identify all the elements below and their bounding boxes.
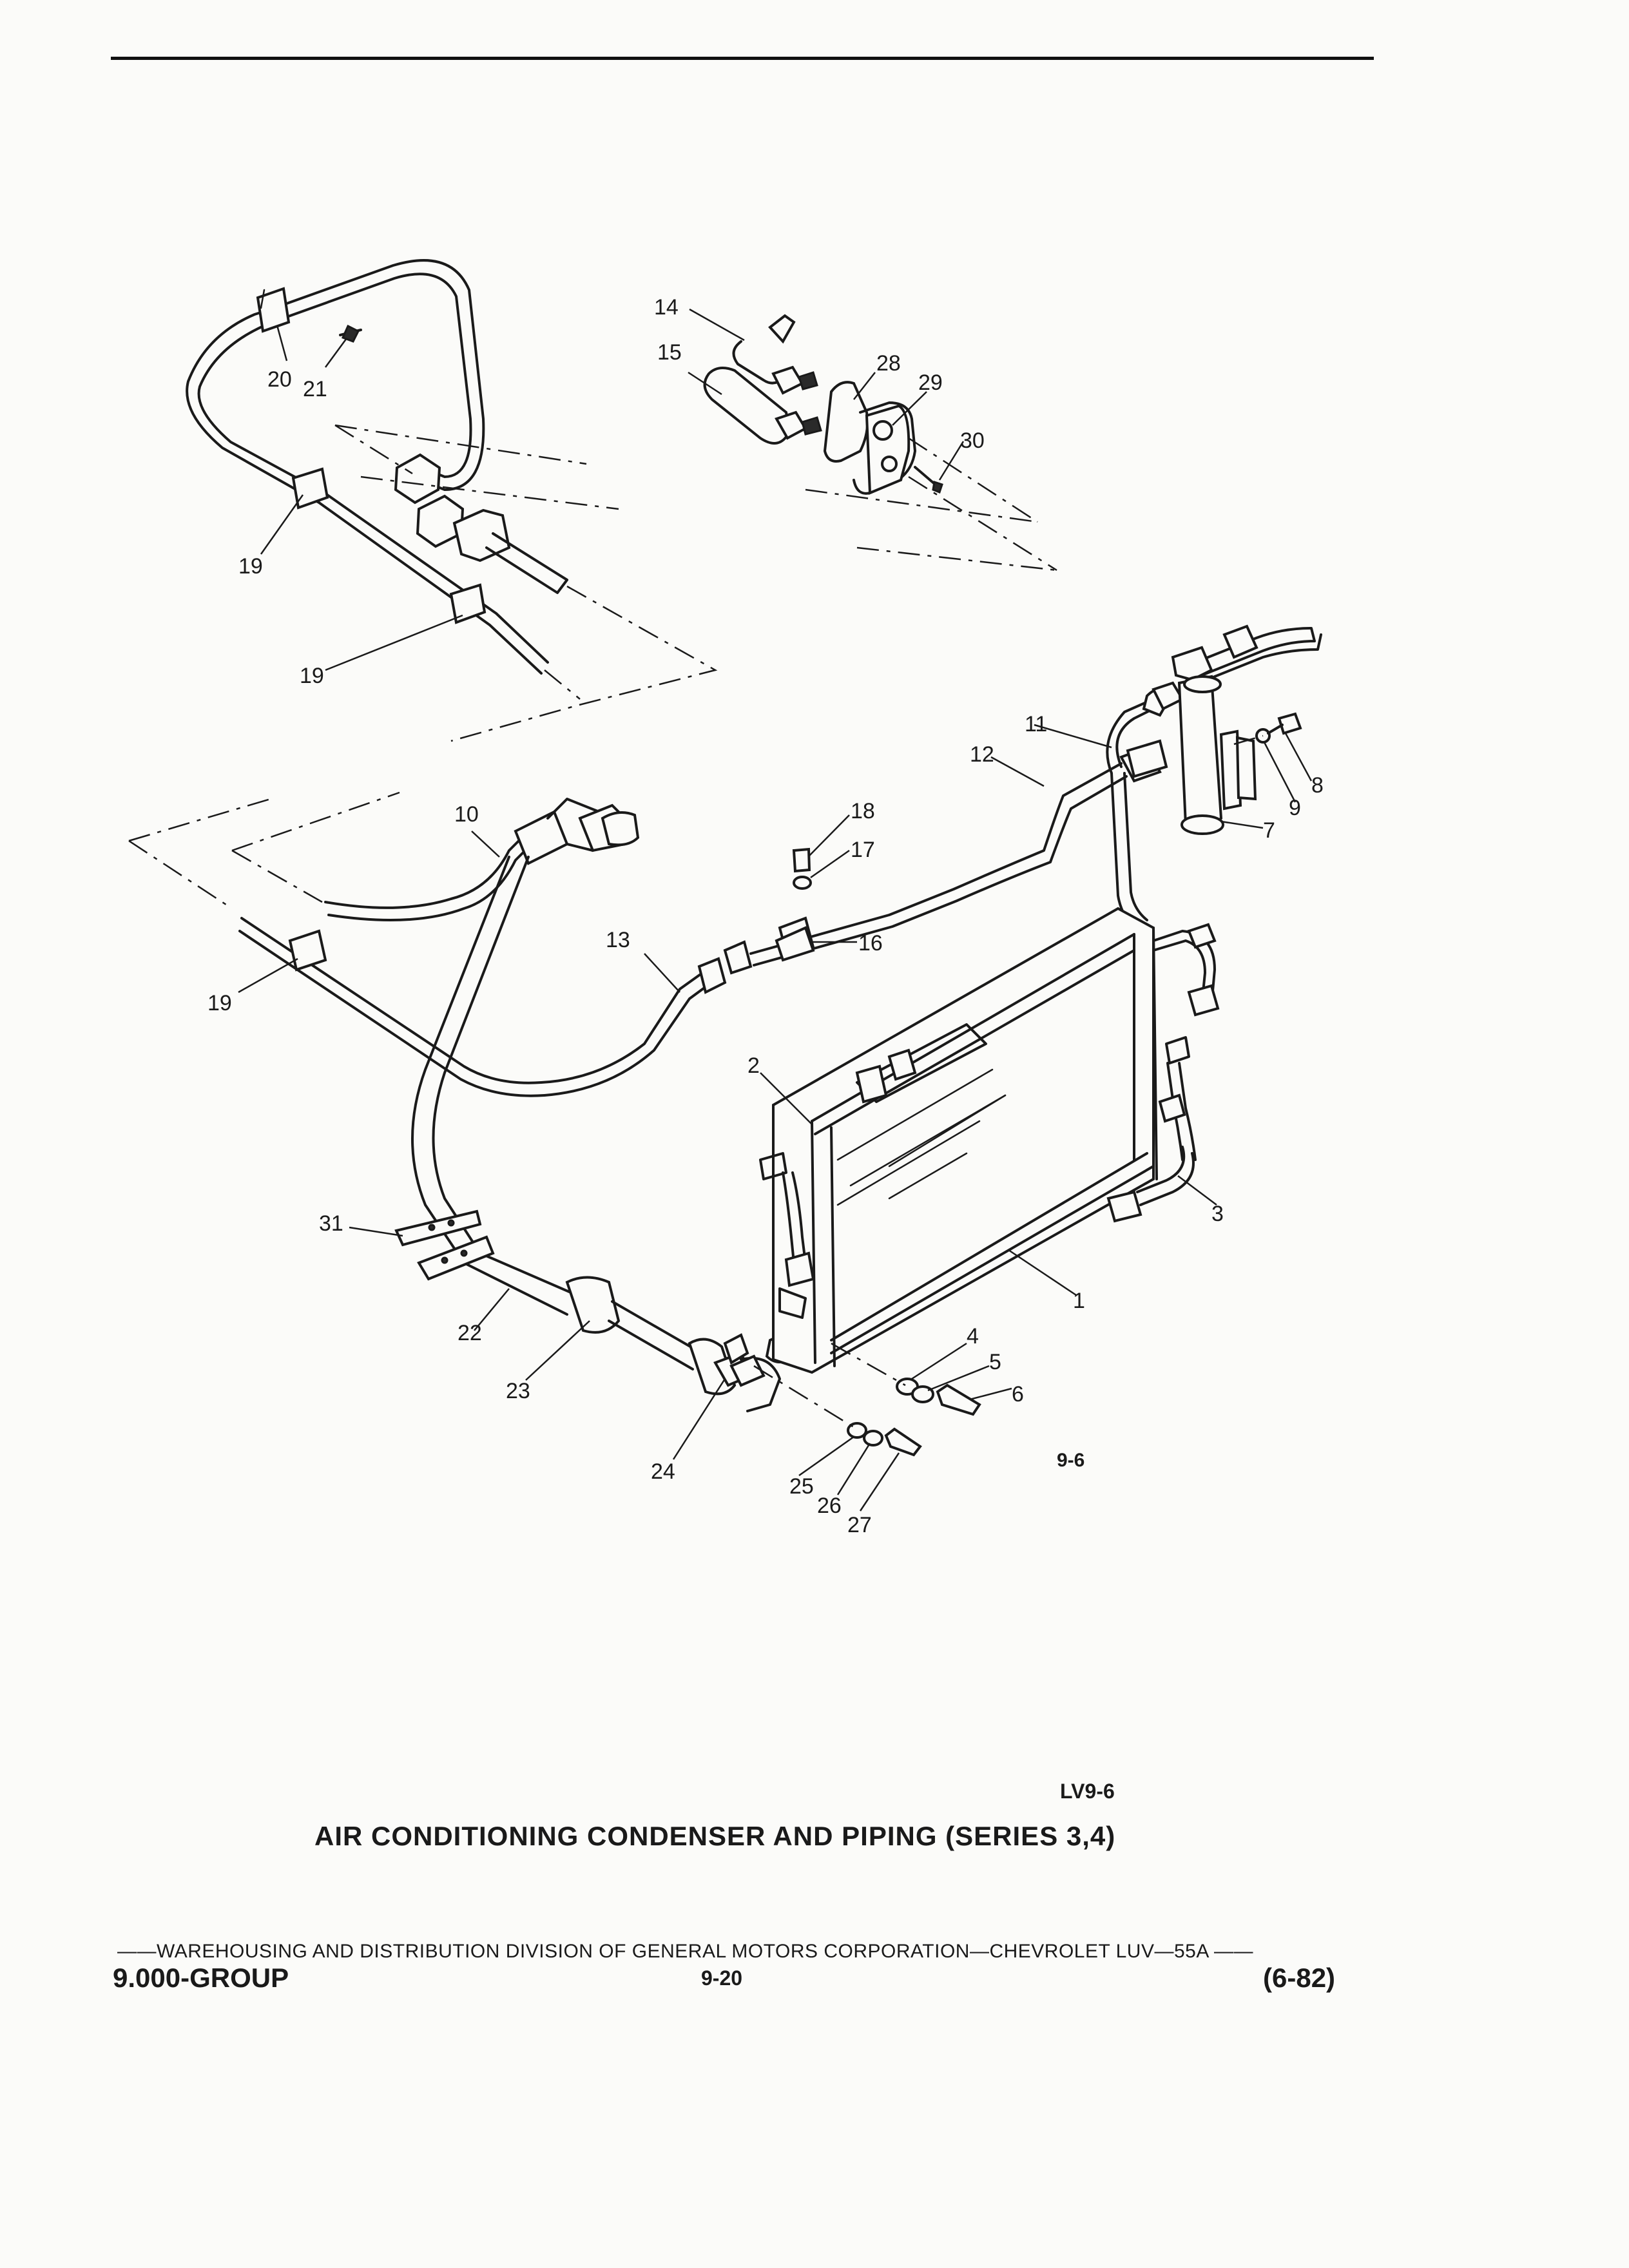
callout-19-b: 19 [300, 664, 324, 688]
callout-22: 22 [458, 1321, 482, 1345]
callout-13: 13 [606, 928, 630, 952]
callout-28: 28 [876, 351, 901, 376]
figure-title: AIR CONDITIONING CONDENSER AND PIPING (S… [314, 1821, 1116, 1851]
callout-18: 18 [851, 799, 875, 823]
callout-24: 24 [651, 1459, 675, 1484]
callout-5: 5 [989, 1350, 1001, 1374]
callout-29: 29 [918, 370, 943, 395]
callout-numbers: 1 2 3 4 5 6 7 8 9 10 11 12 13 14 15 16 1… [207, 295, 1324, 1537]
callout-19-a: 19 [238, 554, 263, 579]
callout-9: 9 [1289, 796, 1301, 820]
footer-corporation: ——WAREHOUSING AND DISTRIBUTION DIVISION … [117, 1941, 1254, 1962]
figure-id: LV9-6 [1060, 1780, 1115, 1803]
footer-date: (6-82) [1263, 1963, 1336, 1993]
callout-6: 6 [1012, 1382, 1024, 1407]
callout-16: 16 [858, 931, 883, 956]
hose-assembly [324, 798, 795, 1412]
callout-14: 14 [654, 295, 679, 320]
callout-20: 20 [267, 367, 292, 392]
callout-26: 26 [817, 1494, 842, 1518]
callout-1: 1 [1073, 1289, 1085, 1313]
callout-25: 25 [789, 1474, 814, 1499]
callout-19-c: 19 [207, 991, 232, 1015]
top-rule [111, 57, 1374, 60]
callout-11: 11 [1025, 712, 1047, 736]
callout-30: 30 [960, 428, 985, 453]
condenser [759, 907, 1220, 1374]
callout-10: 10 [454, 802, 479, 827]
pipe-13 [128, 791, 753, 1097]
callout-31: 31 [319, 1211, 343, 1236]
callout-21: 21 [303, 377, 327, 401]
fastener-stack-25-27 [753, 1365, 922, 1457]
upper-pipe-assembly [186, 259, 718, 742]
receiver-drier [1171, 624, 1322, 835]
footer-group: 9.000-GROUP [113, 1963, 289, 1993]
callout-27: 27 [847, 1513, 872, 1537]
callout-3: 3 [1211, 1202, 1224, 1226]
callout-8: 8 [1311, 773, 1324, 798]
callout-15: 15 [657, 340, 682, 365]
callout-12: 12 [970, 742, 994, 767]
footer-page-number: 9-20 [701, 1966, 743, 1990]
callout-23: 23 [506, 1379, 530, 1403]
clamp-strap [394, 1209, 495, 1281]
fastener-stack-4-6 [831, 1342, 981, 1416]
fastener-stack-16-18 [775, 847, 815, 962]
callout-4: 4 [967, 1324, 979, 1349]
callout-leaders [238, 308, 1313, 1512]
callout-17: 17 [851, 838, 875, 862]
callout-2: 2 [747, 1053, 760, 1078]
callout-7: 7 [1263, 818, 1275, 843]
figure-code: 9-6 [1057, 1450, 1085, 1471]
block-fitting-assembly [703, 314, 1057, 572]
